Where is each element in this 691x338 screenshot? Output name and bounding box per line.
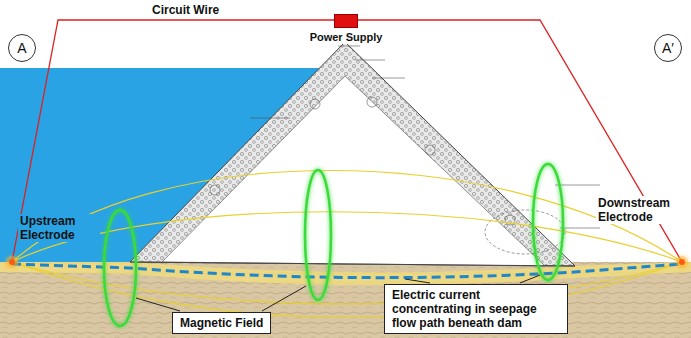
dam-rockfill (130, 42, 575, 266)
electrode-label: Downstream Electrode (596, 196, 686, 224)
node-text: Magnetic Field (180, 316, 263, 330)
dam-base (130, 262, 575, 266)
callout-box: Electric current concentrating in seepag… (384, 284, 568, 334)
electrode-spark (6, 256, 688, 268)
drawing-details (210, 46, 600, 254)
node-text: A (17, 40, 26, 56)
current-flow-lines (12, 171, 682, 318)
section-marker: A (8, 34, 36, 62)
wire-label: Circuit Wire (150, 3, 221, 17)
callout-box: Magnetic Field (172, 312, 271, 334)
seepage-path (12, 264, 682, 278)
circuit-wire (12, 20, 682, 262)
power-supply: Power Supply (308, 14, 385, 44)
power-supply-symbol (334, 14, 358, 28)
section-marker: A′ (654, 34, 682, 62)
electrode-label: Upstream Electrode (18, 214, 100, 242)
node-text: Electric current concentrating in seepag… (392, 288, 560, 330)
node-text: A′ (662, 40, 674, 56)
node-text: Power Supply (308, 31, 385, 44)
